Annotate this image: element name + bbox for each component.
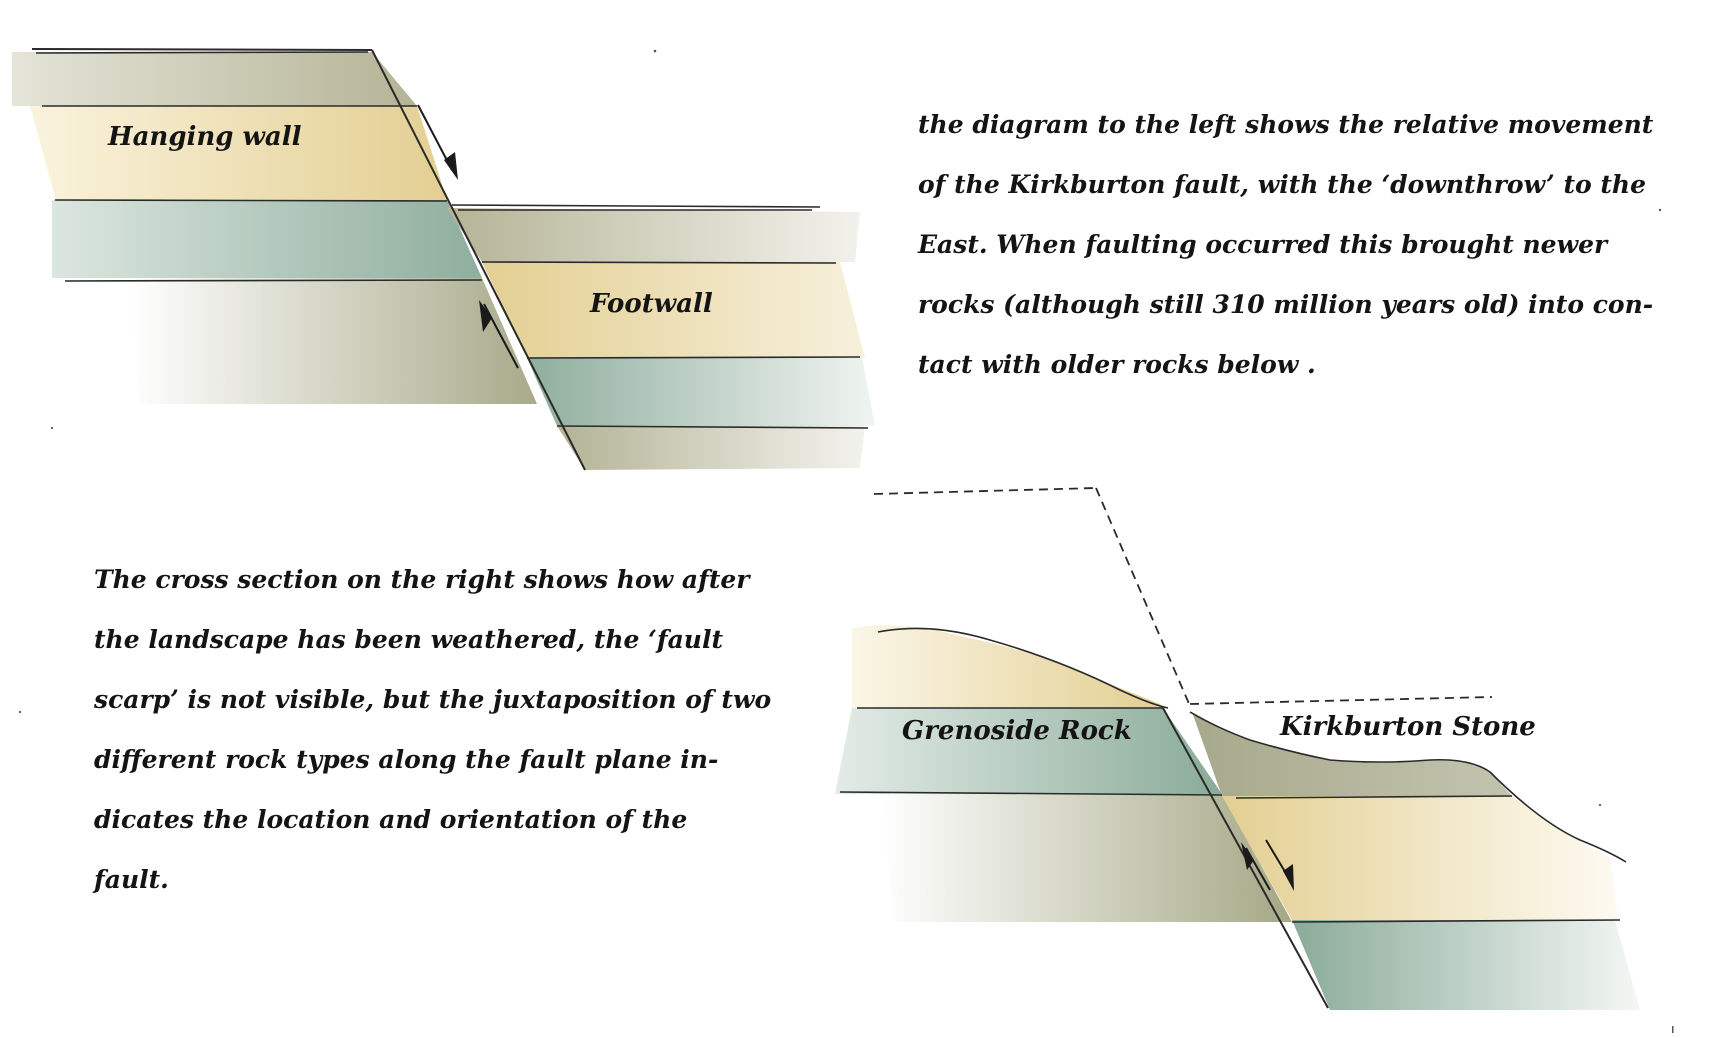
ground-surface-left (877, 627, 1169, 709)
text-line: dicates the location and orientation of … (94, 805, 688, 834)
bottom-explanation-text: The cross section on the right shows how… (94, 550, 771, 910)
grenoside-rock-label: Grenoside Rock (902, 716, 1132, 746)
eroded-scarp-outline (873, 487, 1493, 707)
paper-specks (18, 49, 1674, 1033)
hanging-wall-lower-layer (130, 278, 537, 404)
footwall-lower-layer (557, 426, 865, 470)
text-line: scarp’ is not visible, but the juxtaposi… (94, 685, 772, 714)
hanging-wall-sandstone-layer (30, 106, 447, 200)
bottom-downthrow-arrow (1265, 839, 1294, 891)
footwall-block (447, 208, 875, 470)
footwall-teal-layer (527, 358, 875, 426)
text-line: tact with older rocks below . (918, 350, 1316, 379)
kirkburton-sandstone-layer (1222, 796, 1618, 920)
footwall-label: Footwall (590, 289, 713, 319)
text-line: of the Kirkburton fault, with the ‘downt… (918, 170, 1647, 199)
bottom-upthrow-arrow (1241, 842, 1271, 891)
grenoside-lower-layer (880, 794, 1292, 922)
text-line: the landscape has been weathered, the ‘f… (94, 625, 724, 654)
text-line: East. When faulting occurred this brough… (918, 230, 1608, 259)
text-line: the diagram to the left shows the relati… (918, 110, 1654, 139)
hanging-wall-label: Hanging wall (108, 122, 302, 152)
bottom-left-block (835, 625, 1292, 922)
kirkburton-stone-label: Kirkburton Stone (1280, 712, 1536, 742)
hanging-wall-teal-layer (52, 200, 482, 278)
bottom-right-block (1192, 712, 1640, 1010)
text-line: The cross section on the right shows how… (94, 565, 750, 594)
top-explanation-text: the diagram to the left shows the relati… (918, 95, 1653, 395)
top-upthrow-arrow (479, 300, 519, 369)
grenoside-upper-layer (852, 625, 1163, 708)
footwall-top-layer (447, 208, 860, 262)
hanging-wall-top-layer (12, 52, 417, 106)
kirkburton-upper-layer (1192, 712, 1512, 796)
ground-surface-right (1189, 711, 1627, 863)
footwall-sandstone-layer (482, 262, 865, 358)
top-fault-plane (371, 49, 586, 471)
text-line: fault. (94, 865, 169, 894)
top-bedding-lines (31, 48, 869, 471)
text-line: different rock types along the fault pla… (94, 745, 719, 774)
kirkburton-teal-layer (1292, 920, 1640, 1010)
top-downthrow-arrow (417, 104, 458, 180)
grenoside-teal-layer (835, 708, 1222, 794)
text-line: rocks (although still 310 million years … (918, 290, 1654, 319)
hanging-wall-block (12, 52, 537, 404)
